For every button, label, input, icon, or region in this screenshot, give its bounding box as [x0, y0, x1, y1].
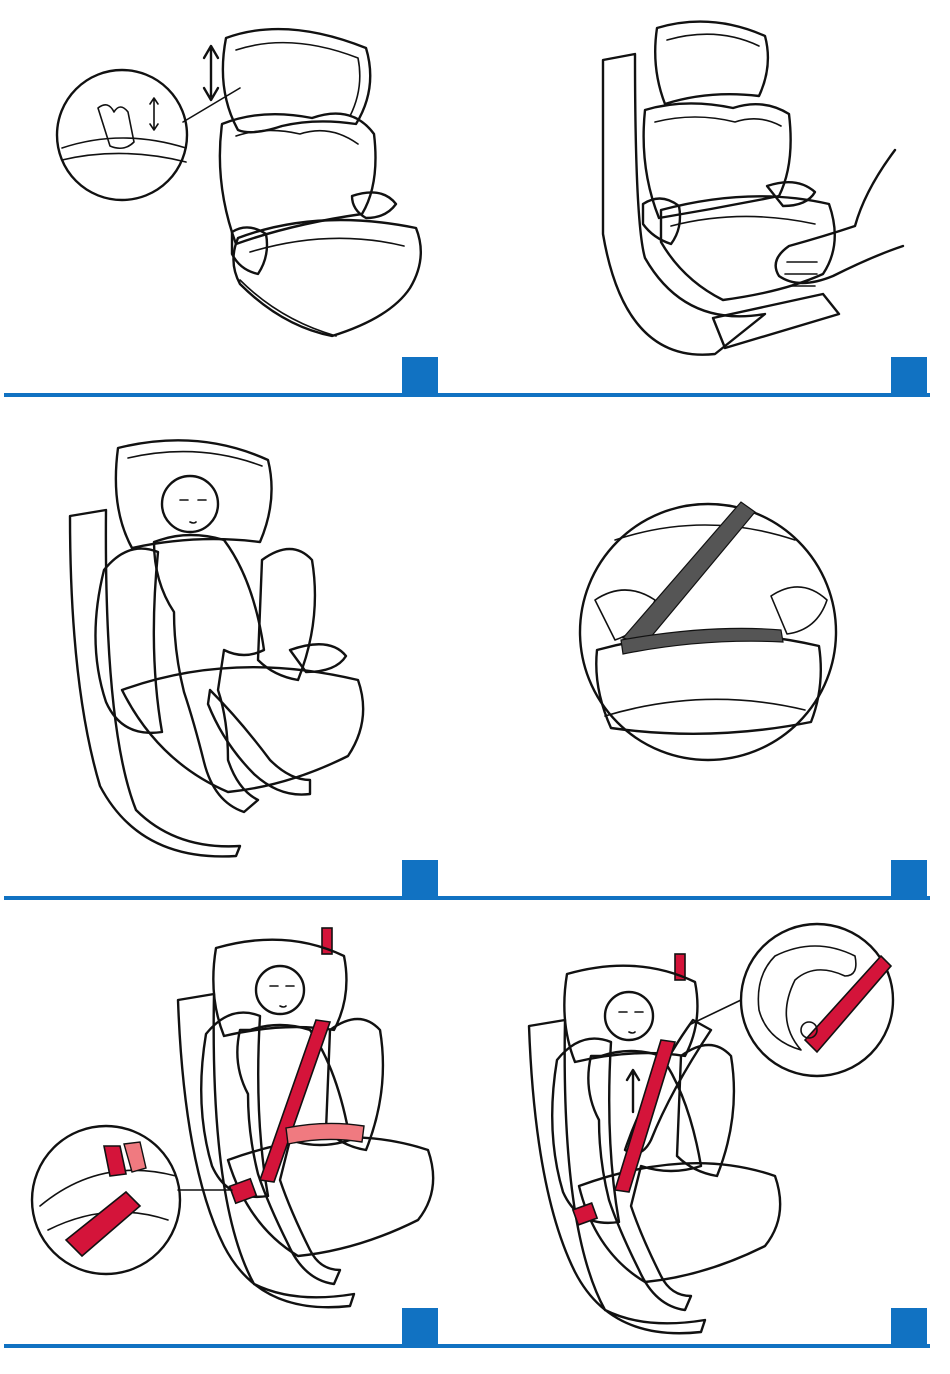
instruction-panel-2	[475, 0, 950, 400]
instruction-panel-4	[475, 400, 950, 900]
instruction-panel-6	[475, 900, 950, 1374]
step-marker-1	[402, 357, 438, 393]
step-marker-4	[891, 860, 927, 896]
step-marker-2	[891, 357, 927, 393]
instruction-panel-3	[0, 400, 475, 900]
seat-headrest-adjust-icon	[0, 0, 475, 400]
step-marker-6	[891, 1308, 927, 1344]
seat-placement-icon	[475, 0, 950, 400]
child-seated-icon	[0, 400, 475, 900]
row-divider-3	[4, 1344, 930, 1348]
step-marker-5	[402, 1308, 438, 1344]
instruction-panel-1	[0, 0, 475, 400]
shoulder-belt-guide-icon	[475, 900, 950, 1374]
row-divider-1	[4, 393, 930, 397]
belt-fastened-icon	[0, 900, 475, 1374]
step-marker-3	[402, 860, 438, 896]
lap-belt-guide-icon	[475, 400, 950, 900]
instruction-panel-5	[0, 900, 475, 1374]
